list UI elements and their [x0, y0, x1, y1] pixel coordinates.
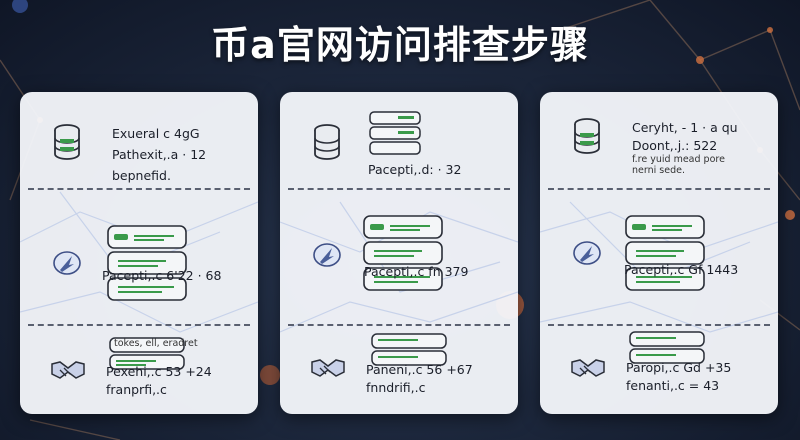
page-title: 币a官网访问排查步骤 [211, 23, 589, 67]
section-divider [548, 188, 770, 190]
step-card-2: Pacepti,.d: · 32 Pacepti,.c fn 379 [280, 92, 518, 414]
server-rack-icon [369, 111, 421, 155]
server-rack-icon [629, 331, 705, 364]
card-text-line: Pacepti,.d: · 32 [368, 162, 462, 177]
handshake-icon [51, 361, 85, 379]
step-card-1: Exueral c 4gG Pathexit,.a · 12 bepnefid.… [20, 92, 258, 414]
card-small-text: tokes, ell, eradret [114, 338, 198, 349]
card-section-bottom: tokes, ell, eradret Pexehi,.c 53 +24 fra… [20, 326, 258, 414]
server-rack-icon [363, 215, 443, 291]
rocket-icon [573, 241, 601, 265]
card-text-line: Paneni,.c 56 +67 [366, 362, 473, 377]
section-divider [548, 324, 770, 326]
card-text-line: fnndrifi,.c [366, 380, 426, 395]
card-section-middle: Pacepti,.c fn 379 [280, 190, 518, 322]
database-icon [574, 118, 600, 154]
step-card-3: Ceryht, - 1 · a qu Doont,.j.: 522 f.re y… [540, 92, 778, 414]
card-text-line: Pathexit,.a · 12 [112, 147, 207, 162]
card-small-text: nerni sede. [632, 165, 685, 176]
card-text-line: Exueral c 4gG [112, 126, 200, 141]
card-text-line: Doont,.j.: 522 [632, 138, 718, 153]
card-section-bottom: Paropi,.c Gd +35 fenanti,.c = 43 [540, 326, 778, 414]
server-rack-icon [371, 333, 447, 366]
card-section-middle: Pacepti,.c Gf 1443 [540, 190, 778, 322]
card-section-top: Pacepti,.d: · 32 [280, 92, 518, 184]
server-rack-icon [109, 337, 185, 370]
section-divider [288, 188, 510, 190]
database-icon [54, 124, 80, 160]
card-small-text: f.re yuid mead pore [632, 154, 725, 165]
server-rack-icon [107, 225, 187, 301]
handshake-icon [311, 359, 345, 377]
rocket-icon [313, 243, 341, 267]
handshake-icon [571, 359, 605, 377]
card-section-bottom: Paneni,.c 56 +67 fnndrifi,.c [280, 326, 518, 414]
card-text-line: Ceryht, - 1 · a qu [632, 120, 738, 135]
card-text-line: bepnefid. [112, 168, 171, 183]
card-section-top: Ceryht, - 1 · a qu Doont,.j.: 522 f.re y… [540, 92, 778, 184]
card-text-line: franprfi,.c [106, 382, 167, 397]
rocket-icon [53, 251, 81, 275]
database-icon [314, 124, 340, 160]
section-divider [28, 188, 250, 190]
card-text-line: Pacepti,.c fn 379 [364, 264, 469, 279]
card-text-line: Pacepti,.c Gf 1443 [624, 262, 739, 277]
section-divider [288, 324, 510, 326]
card-text-line: Pacepti,.c 6'22 · 68 [102, 268, 222, 283]
card-text-line: fenanti,.c = 43 [626, 378, 720, 393]
card-text-line: Pexehi,.c 53 +24 [106, 364, 212, 379]
card-section-middle: Pacepti,.c 6'22 · 68 [20, 190, 258, 322]
server-rack-icon [625, 215, 705, 291]
card-section-top: Exueral c 4gG Pathexit,.a · 12 bepnefid. [20, 92, 258, 184]
section-divider [28, 324, 250, 326]
card-text-line: Paropi,.c Gd +35 [626, 360, 732, 375]
